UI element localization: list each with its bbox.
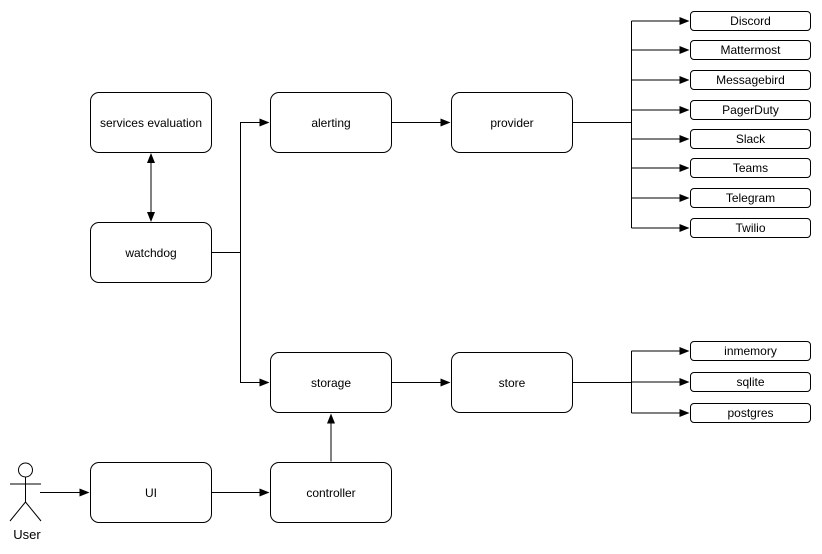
node-messagebird[interactable]: Messagebird xyxy=(690,70,811,90)
node-store[interactable]: store xyxy=(451,352,573,413)
node-services-evaluation[interactable]: services evaluation xyxy=(90,92,212,153)
node-store-label: store xyxy=(498,375,526,390)
node-storage[interactable]: storage xyxy=(270,352,392,413)
node-postgres-label: postgres xyxy=(727,406,774,420)
node-provider-label: provider xyxy=(490,115,534,130)
node-slack-label: Slack xyxy=(735,132,766,146)
edge-watchdog-alerting xyxy=(212,118,270,253)
actor-head xyxy=(18,462,33,478)
node-discord-label: Discord xyxy=(730,14,771,28)
node-mattermost-label: Mattermost xyxy=(720,43,781,57)
node-ui-label: UI xyxy=(145,485,157,500)
node-slack[interactable]: Slack xyxy=(690,129,811,149)
node-pagerduty-label: PagerDuty xyxy=(722,103,779,117)
node-alerting[interactable]: alerting xyxy=(270,92,392,153)
actor-user-label: User xyxy=(13,527,41,542)
node-telegram[interactable]: Telegram xyxy=(690,188,811,208)
node-watchdog[interactable]: watchdog xyxy=(90,222,212,283)
node-teams-label: Teams xyxy=(732,161,769,175)
node-mattermost[interactable]: Mattermost xyxy=(690,40,811,60)
node-controller-label: controller xyxy=(306,485,356,500)
node-twilio-label: Twilio xyxy=(735,221,766,235)
node-inmemory-label: inmemory xyxy=(724,344,777,358)
node-pagerduty[interactable]: PagerDuty xyxy=(690,100,811,120)
node-alerting-label: alerting xyxy=(311,115,351,130)
node-postgres[interactable]: postgres xyxy=(690,403,811,423)
node-services-evaluation-label: services evaluation xyxy=(99,115,203,130)
node-sqlite-label: sqlite xyxy=(736,375,765,389)
edge-watchdog-storage xyxy=(240,252,270,387)
node-sqlite[interactable]: sqlite xyxy=(690,372,811,392)
node-storage-label: storage xyxy=(310,375,352,390)
node-ui[interactable]: UI xyxy=(90,462,212,523)
node-twilio[interactable]: Twilio xyxy=(690,218,811,238)
node-watchdog-label: watchdog xyxy=(125,245,177,260)
node-teams[interactable]: Teams xyxy=(690,158,811,178)
actor-legs xyxy=(9,501,42,522)
node-inmemory[interactable]: inmemory xyxy=(690,341,811,361)
node-discord[interactable]: Discord xyxy=(690,11,811,31)
node-controller[interactable]: controller xyxy=(270,462,392,523)
node-provider[interactable]: provider xyxy=(451,92,573,153)
node-telegram-label: Telegram xyxy=(725,191,776,205)
node-messagebird-label: Messagebird xyxy=(716,73,785,87)
actor-user-figure[interactable] xyxy=(9,462,42,522)
